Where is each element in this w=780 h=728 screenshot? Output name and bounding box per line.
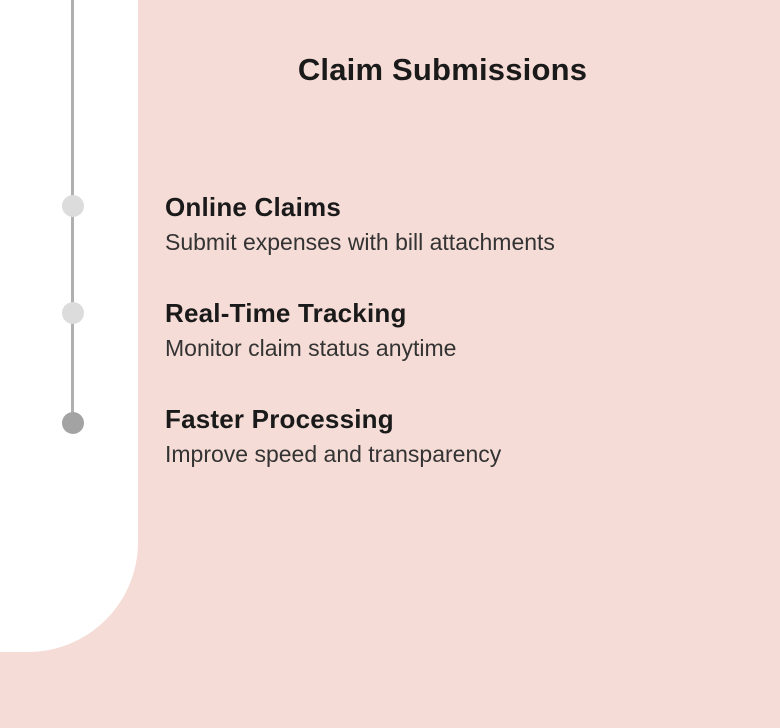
- feature-heading: Real-Time Tracking: [165, 298, 407, 328]
- timeline-dot-active-icon: [62, 412, 84, 434]
- left-white-panel: [0, 0, 138, 652]
- feature-description: Monitor claim status anytime: [165, 335, 457, 361]
- feature-description: Submit expenses with bill attachments: [165, 229, 555, 255]
- timeline-dot-icon: [62, 302, 84, 324]
- page-title: Claim Submissions: [297, 52, 588, 87]
- feature-heading: Online Claims: [165, 192, 341, 222]
- feature-heading: Faster Processing: [165, 404, 394, 434]
- timeline-dot-icon: [62, 195, 84, 217]
- list-item: Faster Processing Improve speed and tran…: [165, 402, 725, 472]
- feature-description: Improve speed and transparency: [165, 441, 502, 467]
- feature-list: Online Claims Submit expenses with bill …: [165, 190, 725, 508]
- list-item: Online Claims Submit expenses with bill …: [165, 190, 725, 260]
- list-item: Real-Time Tracking Monitor claim status …: [165, 296, 725, 366]
